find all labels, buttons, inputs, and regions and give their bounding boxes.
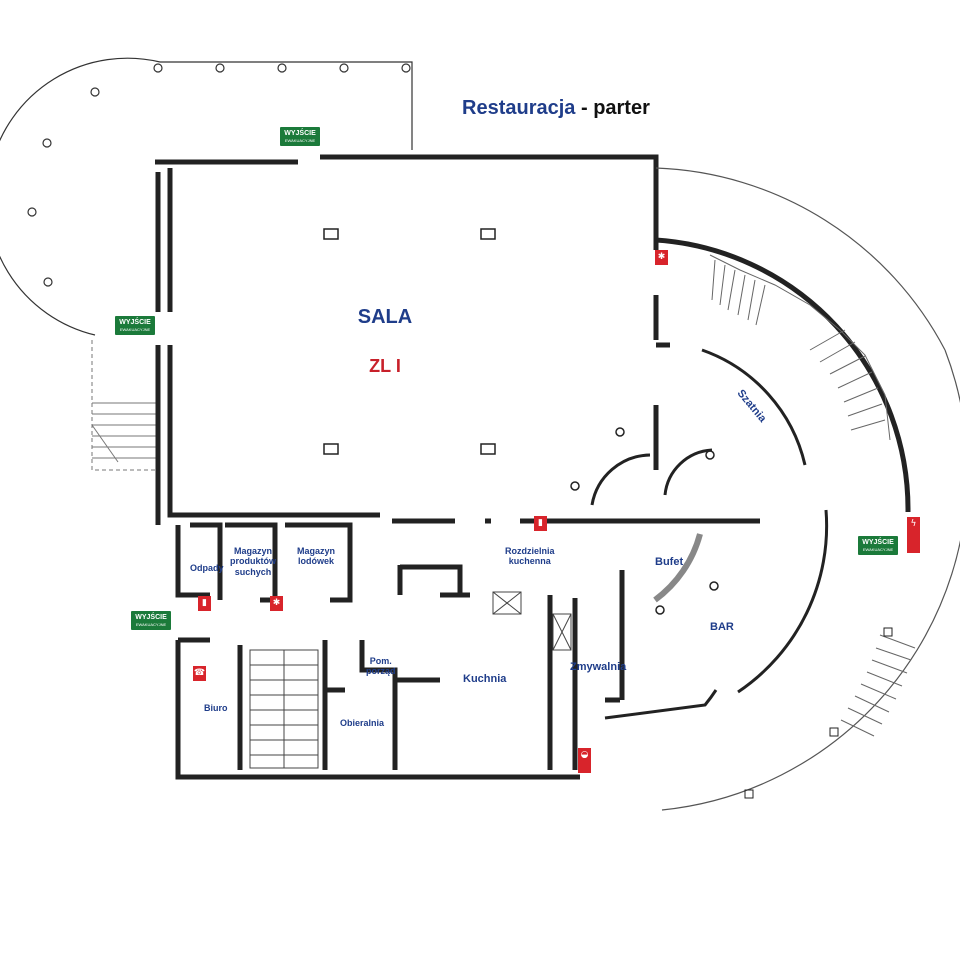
exit-sign-top-line1: WYJŚCIE (284, 130, 316, 137)
room-pom-line2: porząd (366, 666, 396, 677)
room-magazyn-suchych: Magazyn produktów suchych (230, 546, 276, 577)
fire-alarm-icon: ✱ (655, 250, 668, 265)
fire-alarm-icon: ✱ (270, 596, 283, 611)
room-mag-lodowek-line2: lodówek (298, 556, 335, 567)
room-rozdzielnia: Rozdzielnia kuchenna (505, 546, 555, 567)
exit-sign-bottom-left-line2: EWAKUACYJNE (135, 622, 167, 627)
extinguisher-icon: ▮ (534, 516, 547, 531)
room-rozdzielnia-line1: Rozdzielnia (505, 546, 555, 556)
room-mag-lodowek-line1: Magazyn (297, 546, 336, 556)
hydrant-icon: ◒ (578, 748, 591, 773)
phone-icon: ☎ (193, 666, 206, 681)
room-odpady: Odpady (190, 563, 224, 573)
page-title: Restauracja - parter (462, 97, 650, 120)
exit-sign-right-line1: WYJŚCIE (862, 539, 894, 546)
room-mag-suche-line2: produktów (230, 556, 276, 567)
exit-sign-bottom-left-line1: WYJŚCIE (135, 614, 167, 621)
extinguisher-icon: ▮ (198, 596, 211, 611)
exit-sign-right-line2: EWAKUACYJNE (862, 547, 894, 552)
columns (323, 228, 719, 615)
room-pom-line1: Pom. (369, 656, 392, 666)
title-separator: - (575, 97, 594, 119)
room-obieralnia: Obieralnia (340, 718, 385, 728)
stairs-interior (249, 649, 319, 769)
shafts (492, 591, 572, 651)
exit-sign-left-line1: WYJŚCIE (119, 319, 151, 326)
title-sub: parter (593, 97, 650, 119)
exit-sign-right: WYJŚCIE EWAKUACYJNE (858, 536, 898, 555)
curved-terrace (590, 167, 960, 811)
zone-label: ZL I (369, 356, 401, 376)
room-bar: BAR (710, 621, 734, 633)
room-rozdzielnia-line2: kuchenna (508, 556, 551, 567)
exit-sign-bottom-left: WYJŚCIE EWAKUACYJNE (131, 611, 171, 630)
room-zmywalnia: Zmywalnia (570, 661, 627, 673)
room-bufet: Bufet (655, 556, 684, 568)
walls (155, 154, 760, 780)
exit-sign-left: WYJŚCIE EWAKUACYJNE (115, 316, 155, 335)
stairs-right-bottom (744, 627, 916, 799)
stairs-left (91, 340, 158, 471)
power-switch-icon: ϟ (907, 517, 920, 553)
title-main: Restauracja (462, 97, 576, 119)
room-sala: SALA (357, 306, 413, 328)
room-biuro: Biuro (204, 703, 228, 713)
terrace-left (0, 57, 413, 336)
exit-sign-top: WYJŚCIE EWAKUACYJNE (280, 127, 320, 146)
stairs-right-top (709, 254, 891, 441)
exit-sign-left-line2: EWAKUACYJNE (119, 327, 151, 332)
room-mag-suche-line1: Magazyn (233, 546, 272, 556)
room-pom-porzad: Pom. porząd (366, 656, 396, 677)
room-kuchnia: Kuchnia (463, 673, 507, 685)
room-mag-suche-line3: suchych (234, 566, 272, 577)
exit-sign-top-line2: EWAKUACYJNE (284, 138, 316, 143)
room-magazyn-lodowek: Magazyn lodówek (297, 546, 335, 567)
